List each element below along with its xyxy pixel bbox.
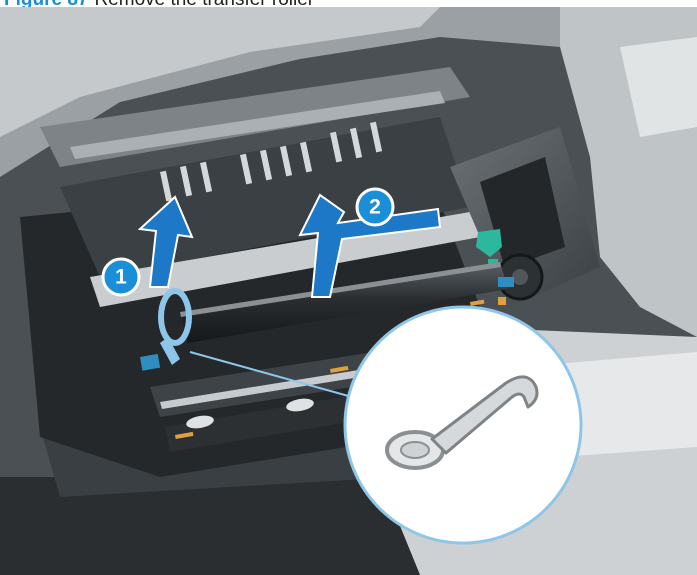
- callout-number: 1: [115, 266, 127, 289]
- zoom-inset: [345, 307, 581, 543]
- callout-2: 2: [357, 189, 393, 225]
- callout-number: 2: [369, 196, 381, 219]
- printer-illustration: 1 2: [0, 7, 697, 575]
- callout-1: 1: [103, 259, 139, 295]
